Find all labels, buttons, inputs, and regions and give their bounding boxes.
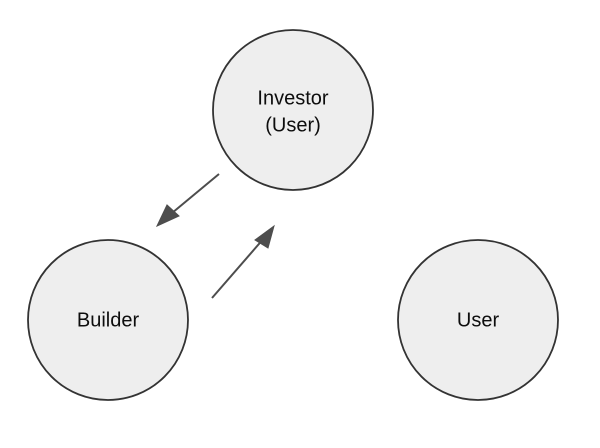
edge-line-investor-to-builder: [165, 173, 220, 219]
edge-investor-to-builder[interactable]: [155, 173, 220, 228]
node-user-label: User: [457, 309, 500, 331]
node-investor[interactable]: Investor (User): [212, 29, 374, 191]
node-investor-label-line2: (User): [265, 114, 321, 136]
node-user[interactable]: User: [397, 239, 559, 401]
edge-line-builder-to-investor: [211, 236, 266, 299]
node-builder-circle: [27, 239, 189, 401]
arrowhead-builder-to-investor-icon: [254, 224, 275, 249]
node-investor-circle: [212, 29, 374, 191]
node-builder-label: Builder: [77, 309, 140, 331]
node-investor-label-line1: Investor: [257, 87, 328, 109]
node-user-circle: [397, 239, 559, 401]
edge-builder-to-investor[interactable]: [211, 224, 275, 299]
arrowhead-investor-to-builder-icon: [155, 204, 180, 228]
node-builder[interactable]: Builder: [27, 239, 189, 401]
